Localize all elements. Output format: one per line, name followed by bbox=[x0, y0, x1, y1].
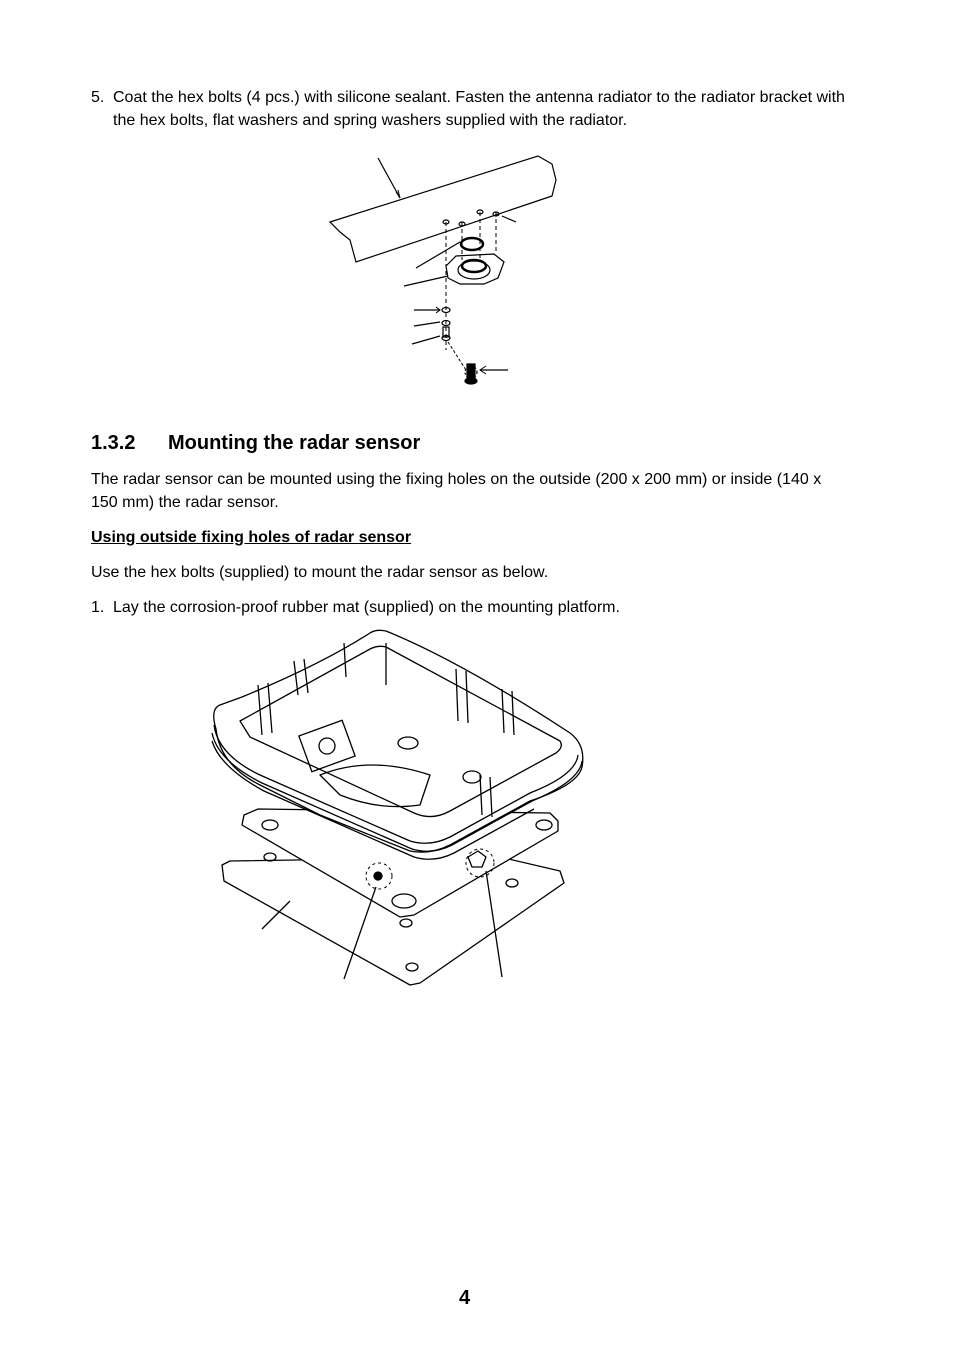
radiator-bracket-figure bbox=[328, 155, 557, 385]
page-number: 4 bbox=[459, 1287, 471, 1309]
section-heading: 1.3.2 Mounting the radar sensor bbox=[91, 432, 420, 455]
intro-paragraph: The radar sensor can be mounted using th… bbox=[91, 471, 822, 511]
step-number: 5. bbox=[91, 89, 105, 106]
radar-sensor-mounting-figure bbox=[211, 629, 584, 986]
step-number: 1. bbox=[91, 599, 105, 616]
instruction-paragraph: Use the hex bolts (supplied) to mount th… bbox=[91, 564, 549, 581]
step-text: Coat the hex bolts (4 pcs.) with silicon… bbox=[113, 89, 845, 129]
step-text: Lay the corrosion-proof rubber mat (supp… bbox=[113, 599, 620, 616]
subheading: Using outside fixing holes of radar sens… bbox=[91, 529, 412, 546]
step-1: 1. Lay the corrosion-proof rubber mat (su… bbox=[91, 599, 620, 617]
section-title: Mounting the radar sensor bbox=[168, 432, 421, 454]
section-number: 1.3.2 bbox=[91, 432, 136, 454]
